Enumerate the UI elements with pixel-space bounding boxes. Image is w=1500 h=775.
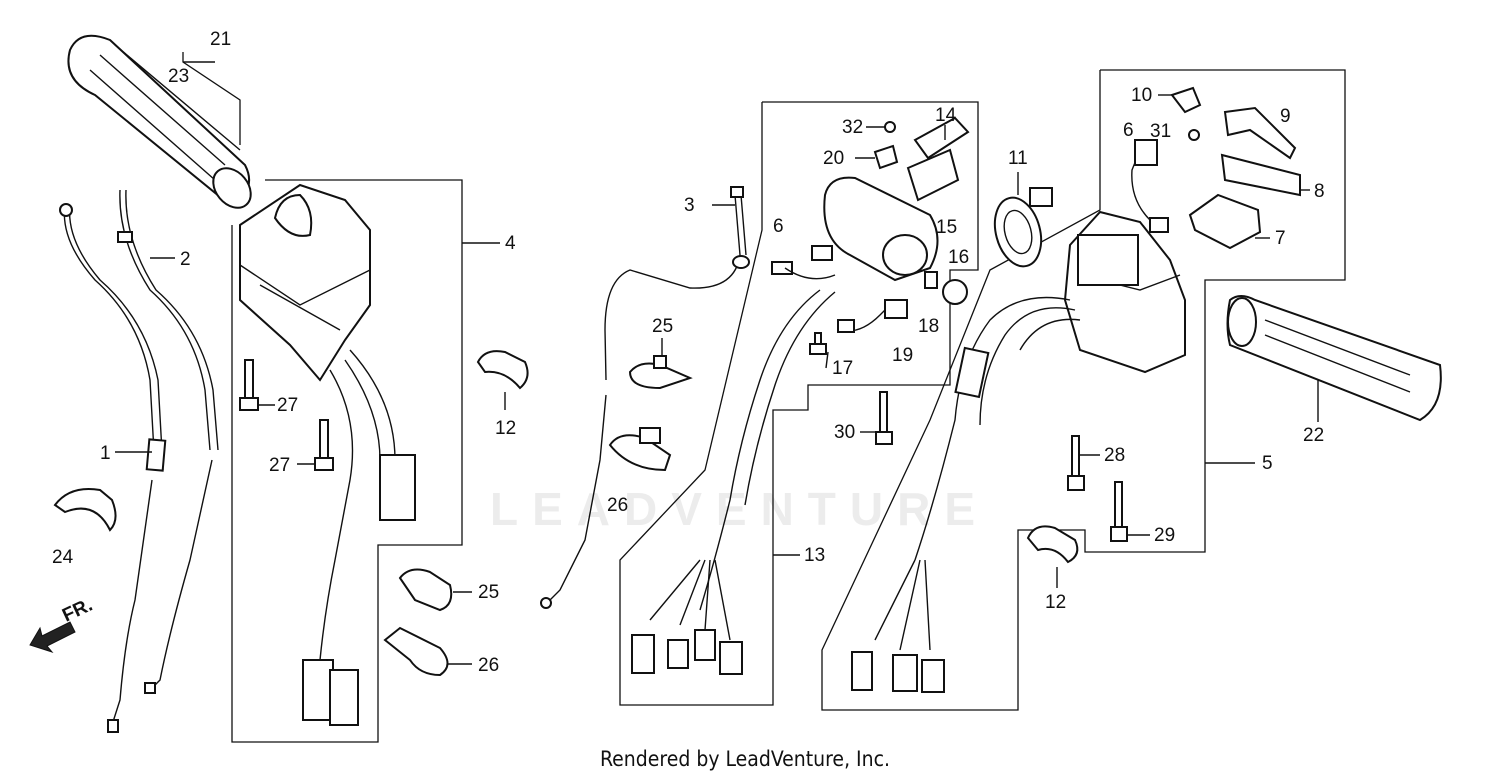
callout-5: 5 [1262,453,1273,474]
bolt-28 [1067,435,1085,491]
callout-26a: 26 [478,655,499,676]
callout-6b: 6 [1123,120,1134,141]
callout-27a: 27 [277,395,298,416]
callout-32: 32 [842,117,863,138]
screw-32 [884,121,896,133]
callout-2: 2 [180,249,191,270]
bolt-27b [314,419,334,471]
clip-25a [398,568,453,612]
callout-9: 9 [1280,106,1291,127]
callout-27b: 27 [269,455,290,476]
bracket-10 [1170,86,1202,114]
callout-7: 7 [1275,228,1286,249]
switch-cover-14 [913,116,970,160]
throttle-cable-1 [59,203,167,733]
front-direction-arrow [29,621,76,653]
clamp-24 [53,488,117,532]
middle-switch-assembly [631,176,968,675]
left-grip-23 [67,34,252,209]
direction-label: FR. [59,595,96,627]
watermark-text: LEADVENTURE [490,483,989,535]
callout-24: 24 [52,547,74,568]
callout-22: 22 [1303,425,1324,446]
bolt-27a [239,359,259,411]
clamp-12b [1026,525,1079,564]
callout-6a: 6 [773,216,784,237]
bracket-20 [873,144,899,170]
right-switch-assembly [851,139,1186,693]
right-grip-22 [1226,295,1442,422]
callout-25a: 25 [478,582,499,603]
callout-23: 23 [168,66,189,87]
callout-31: 31 [1150,121,1171,142]
frame-8 [1220,153,1301,197]
callout-21: 21 [210,29,231,50]
callout-16: 16 [948,247,969,268]
callout-15: 15 [936,217,957,238]
choke-cable-3 [540,186,750,609]
left-switch-assembly [239,183,416,726]
bolt-29 [1110,481,1128,542]
callout-12b: 12 [1045,592,1066,613]
callout-4: 4 [505,233,516,254]
callout-18: 18 [918,316,939,337]
clip-26a [383,626,449,677]
clip-26b [608,427,672,472]
callout-12a: 12 [495,418,516,439]
callout-29: 29 [1154,525,1175,546]
screw-31 [1188,129,1200,141]
switch-plate-15 [906,148,960,202]
callout-28: 28 [1104,445,1125,466]
callout-26b: 26 [607,495,628,516]
callout-25b: 25 [652,316,673,337]
callout-8: 8 [1314,181,1325,202]
callout-1: 1 [100,443,111,464]
callout-19: 19 [892,345,913,366]
callout-11: 11 [1008,148,1028,169]
clamp-12a [476,350,529,390]
callout-17: 17 [832,358,853,379]
screw-17 [809,332,827,355]
plate-9 [1223,106,1297,160]
clip-25b [628,355,693,390]
callout-30: 30 [834,422,855,443]
callout-10: 10 [1131,85,1152,106]
throttle-housing-11 [993,187,1053,268]
bolt-30 [875,391,893,445]
callout-3: 3 [684,195,695,216]
switch-plate-7 [1188,193,1262,250]
callout-20: 20 [823,148,844,169]
footer-credit: Rendered by LeadVenture, Inc. [600,747,890,771]
callout-14: 14 [935,105,957,126]
callout-13: 13 [804,545,825,566]
throttle-cable-2 [117,189,219,694]
